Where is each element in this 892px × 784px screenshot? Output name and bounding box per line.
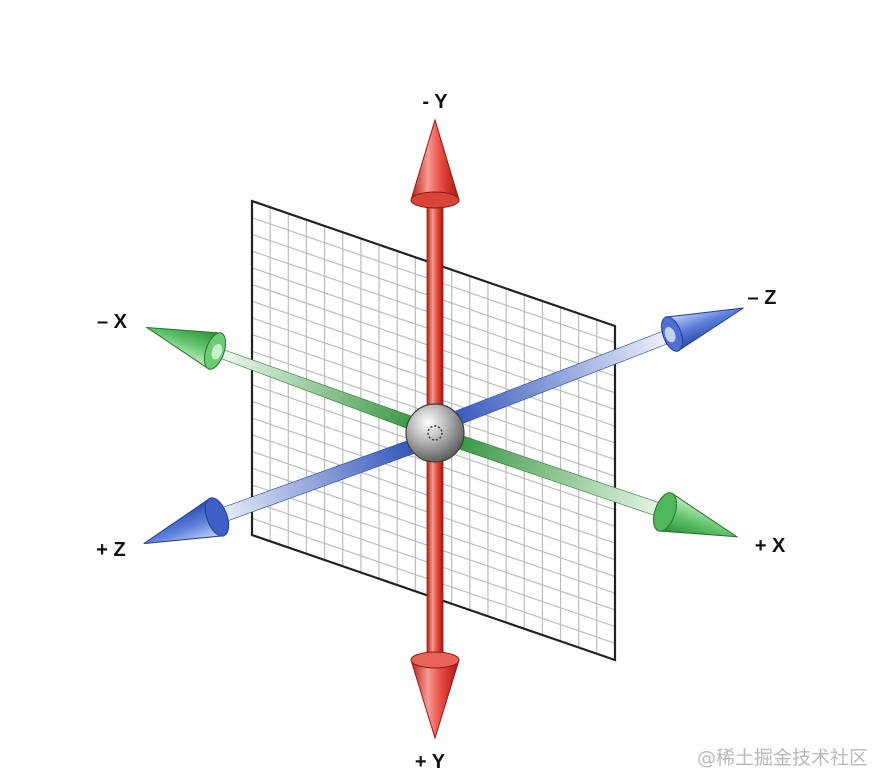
- label-neg-x: – X: [97, 311, 128, 333]
- label-pos-x: + X: [755, 535, 786, 557]
- label-neg-y: - Y: [422, 91, 448, 113]
- z-axis: [143, 307, 744, 545]
- origin-sphere-icon: [405, 403, 465, 463]
- label-neg-z: – Z: [748, 287, 777, 309]
- x-axis: [145, 326, 739, 538]
- label-pos-z: + Z: [96, 539, 125, 561]
- label-pos-y: + Y: [415, 751, 446, 773]
- watermark-text: @稀土掘金技术社区: [696, 747, 868, 769]
